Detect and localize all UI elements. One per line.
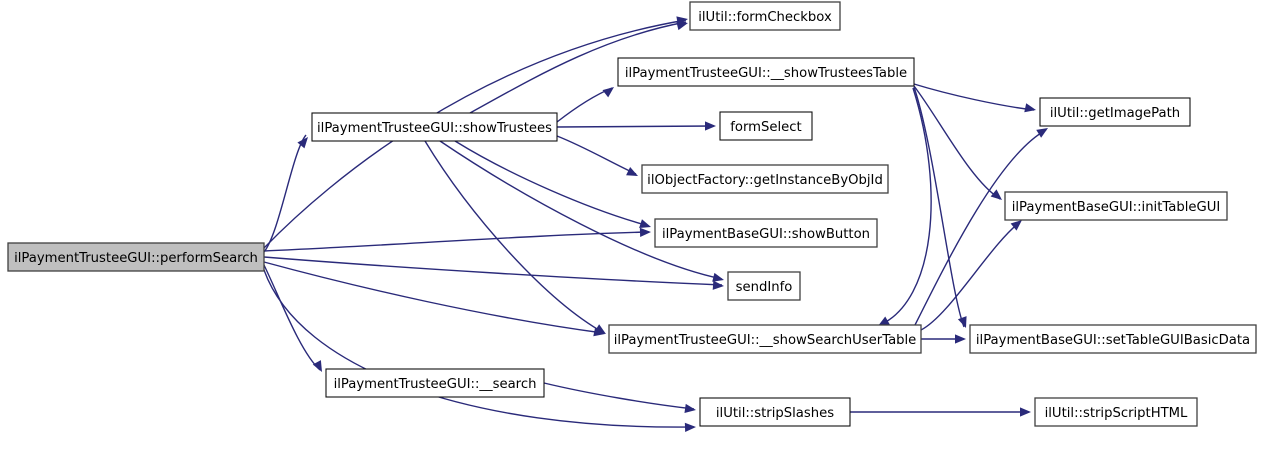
nodes-layer: ilPaymentTrusteeGUI::performSearchilUtil… — [7, 1, 1257, 427]
node-box[interactable] — [617, 57, 915, 87]
node-label: ilPaymentTrusteeGUI::__showSearchUserTab… — [614, 333, 917, 348]
node-box[interactable] — [1034, 397, 1198, 427]
node-box[interactable] — [654, 218, 878, 248]
arrowhead-icon — [639, 227, 651, 237]
node-box[interactable] — [1004, 191, 1228, 221]
node-label: ilPaymentTrusteeGUI::__search — [334, 377, 537, 392]
call-edge — [543, 382, 695, 410]
node-box[interactable] — [641, 164, 889, 194]
call-edge — [263, 264, 321, 371]
arrowhead-icon — [626, 167, 638, 176]
call-edge — [879, 87, 932, 326]
arrowhead-icon — [712, 272, 724, 282]
arrowhead-icon — [1010, 220, 1022, 231]
arrowhead-icon — [957, 316, 967, 328]
node-box[interactable] — [719, 111, 813, 141]
arrowhead-icon — [639, 219, 651, 228]
arrowhead-icon — [990, 189, 1002, 200]
graph-node-showTrusteesTable[interactable]: ilPaymentTrusteeGUI::__showTrusteesTable — [617, 57, 915, 87]
call-edge — [469, 21, 687, 114]
arrowhead-icon — [684, 422, 696, 432]
arrowhead-icon — [594, 324, 606, 334]
arrowhead-icon — [1036, 128, 1048, 138]
call-edge — [556, 87, 613, 123]
node-box[interactable] — [325, 368, 545, 398]
node-label: ilUtil::stripSlashes — [716, 406, 834, 421]
arrowhead-icon — [312, 360, 322, 372]
call-edge — [263, 261, 604, 334]
graph-node-stripScriptHTML[interactable]: ilUtil::stripScriptHTML — [1034, 397, 1198, 427]
call-edge — [920, 221, 1021, 331]
graph-node-setTableGUIBasicData[interactable]: ilPaymentBaseGUI::setTableGUIBasicData — [969, 324, 1257, 354]
node-label: ilPaymentBaseGUI::initTableGUI — [1012, 200, 1221, 215]
node-box[interactable] — [699, 397, 851, 427]
call-edge — [913, 85, 1001, 200]
arrowhead-icon — [676, 21, 688, 31]
graph-node-sendInfo[interactable]: sendInfo — [727, 271, 801, 301]
graph-node-showSearchUserTable[interactable]: ilPaymentTrusteeGUI::__showSearchUserTab… — [608, 324, 922, 354]
arrowhead-icon — [705, 121, 716, 131]
node-label: ilUtil::stripScriptHTML — [1045, 406, 1188, 421]
call-edge — [914, 129, 1047, 326]
node-label: sendInfo — [736, 280, 793, 295]
node-box[interactable] — [689, 1, 841, 31]
graph-node-getImagePath[interactable]: ilUtil::getImagePath — [1039, 97, 1191, 127]
node-label: ilPaymentTrusteeGUI::__showTrusteesTable — [625, 66, 907, 81]
node-label: ilPaymentBaseGUI::showButton — [662, 227, 870, 242]
call-edge — [454, 140, 650, 227]
graph-node-showTrustees[interactable]: ilPaymentTrusteeGUI::showTrustees — [311, 112, 558, 142]
graph-node-formSelect[interactable]: formSelect — [719, 111, 813, 141]
call-edge — [556, 135, 637, 175]
node-box[interactable] — [727, 271, 801, 301]
node-box[interactable] — [969, 324, 1257, 354]
graph-node-initTableGUI[interactable]: ilPaymentBaseGUI::initTableGUI — [1004, 191, 1228, 221]
node-box[interactable] — [7, 242, 265, 272]
call-edge — [913, 86, 965, 328]
call-edge — [263, 231, 650, 252]
node-label: ilUtil::getImagePath — [1050, 106, 1180, 121]
call-edge — [913, 83, 1035, 111]
node-label: formSelect — [730, 120, 801, 135]
node-box[interactable] — [311, 112, 558, 142]
node-label: ilPaymentBaseGUI::setTableGUIBasicData — [976, 333, 1250, 348]
arrowhead-icon — [297, 137, 308, 149]
arrowhead-icon — [955, 334, 966, 344]
graph-node-getInstanceByObjId[interactable]: ilObjectFactory::getInstanceByObjId — [641, 164, 889, 194]
node-label: ilObjectFactory::getInstanceByObjId — [647, 173, 883, 188]
call-edge — [556, 125, 715, 128]
arrowhead-icon — [684, 403, 696, 414]
edges-layer — [263, 19, 1047, 428]
node-label: ilUtil::formCheckbox — [698, 10, 832, 25]
node-box[interactable] — [1039, 97, 1191, 127]
call-edge — [439, 140, 723, 280]
arrowhead-icon — [602, 87, 614, 98]
node-label: ilPaymentTrusteeGUI::performSearch — [14, 251, 258, 266]
call-edge — [424, 140, 605, 334]
call-edge — [263, 256, 723, 286]
graph-node-showButton[interactable]: ilPaymentBaseGUI::showButton — [654, 218, 878, 248]
graph-node-search[interactable]: ilPaymentTrusteeGUI::__search — [325, 368, 545, 398]
graph-node-performSearch[interactable]: ilPaymentTrusteeGUI::performSearch — [7, 242, 265, 272]
arrowhead-icon — [1020, 407, 1031, 417]
call-edge — [263, 134, 307, 253]
node-label: ilPaymentTrusteeGUI::showTrustees — [317, 121, 552, 136]
graph-node-stripSlashes[interactable]: ilUtil::stripSlashes — [699, 397, 851, 427]
node-box[interactable] — [608, 324, 922, 354]
arrowhead-icon — [712, 280, 724, 290]
arrowhead-icon — [878, 316, 890, 326]
arrowheads-layer — [297, 16, 1048, 432]
arrowhead-icon — [1024, 103, 1036, 113]
graph-node-formCheckbox[interactable]: ilUtil::formCheckbox — [689, 1, 841, 31]
